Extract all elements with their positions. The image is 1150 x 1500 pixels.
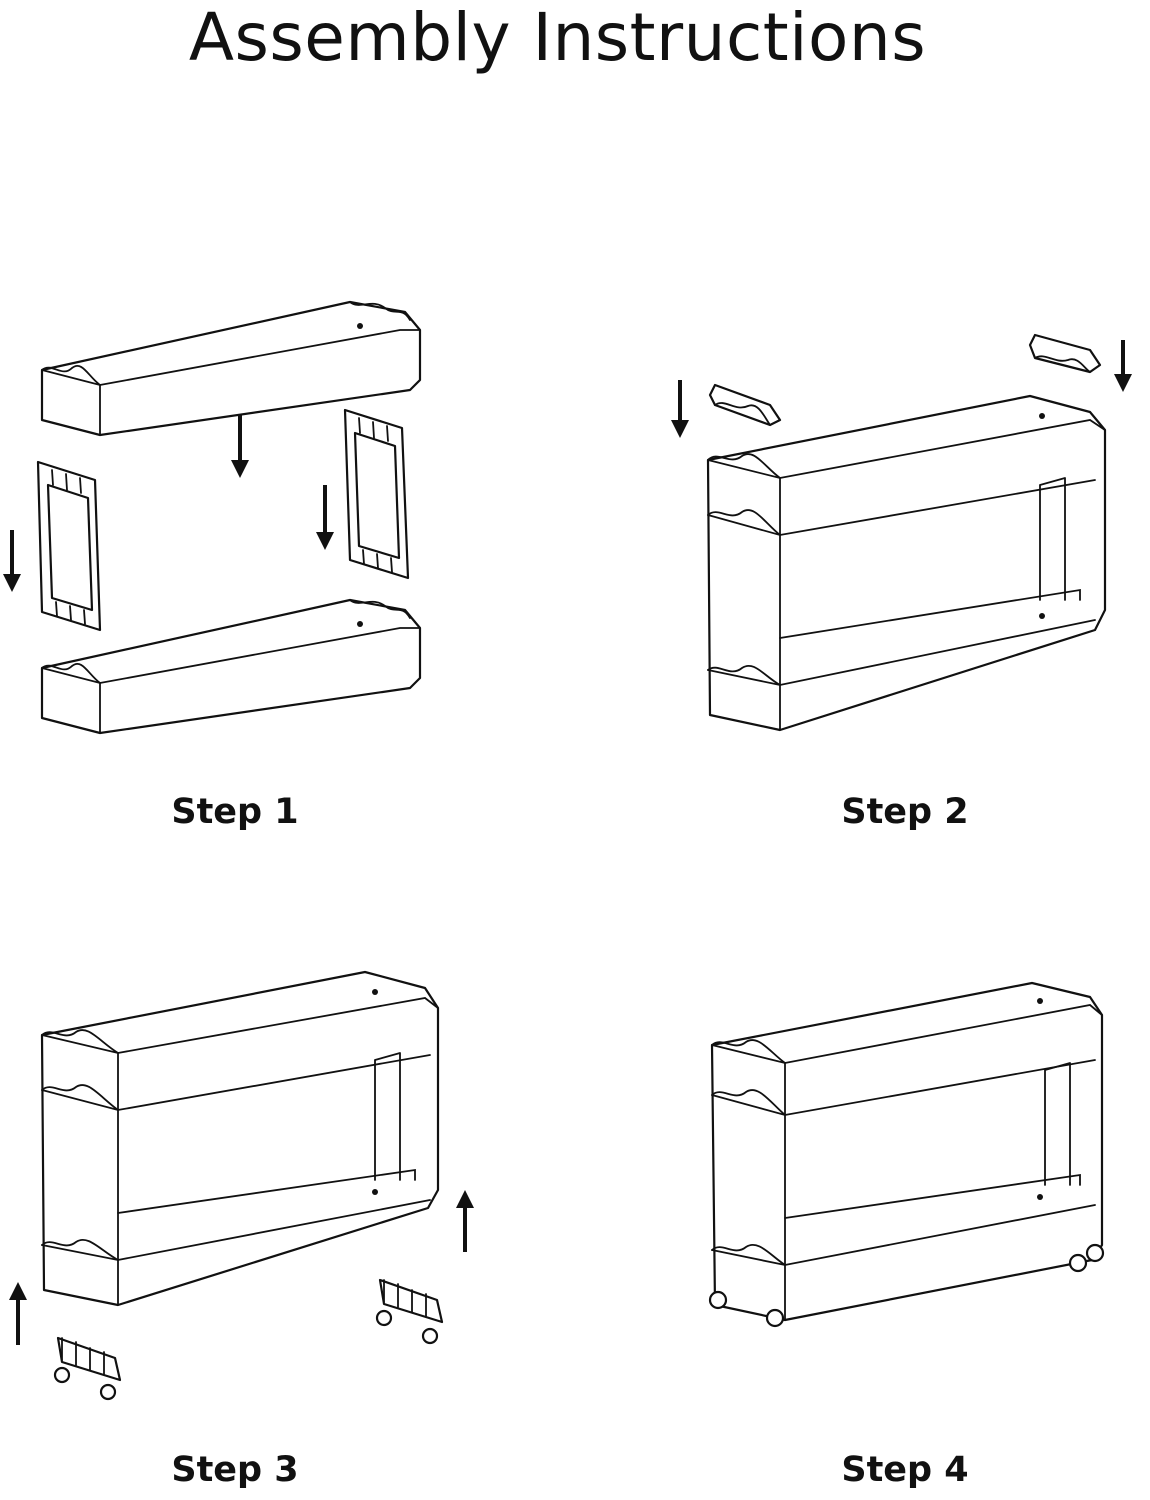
step-2-panel [660, 320, 1140, 740]
connector-piece [708, 383, 782, 427]
wheel-icon [708, 1290, 728, 1310]
step-1-diagram [3, 300, 422, 735]
up-arrow-icon [456, 1190, 474, 1252]
step-3-panel [0, 960, 480, 1420]
step-3-label: Step 3 [171, 1450, 299, 1490]
connector-piece [1028, 333, 1102, 374]
step-4-label: Step 4 [841, 1450, 969, 1490]
bottom-shelf-part [40, 598, 422, 735]
cart-frame [706, 394, 1107, 732]
down-arrow-icon [3, 530, 21, 592]
wheel-assembly-part [375, 1278, 444, 1345]
step-2-diagram [671, 333, 1132, 732]
page-title: Assembly Instructions [188, 0, 927, 76]
step-3-diagram [9, 970, 474, 1401]
up-arrow-icon [9, 1282, 27, 1345]
wheel-icon [1068, 1253, 1088, 1273]
top-shelf-part [40, 300, 422, 437]
down-arrow-icon [1114, 340, 1132, 392]
cart-frame [40, 970, 440, 1307]
step-1-label: Step 1 [171, 792, 299, 832]
down-arrow-icon [316, 485, 334, 550]
down-arrow-icon [231, 415, 249, 478]
assembled-cart [708, 981, 1105, 1328]
step-1-panel [0, 290, 440, 750]
step-4-panel [660, 975, 1140, 1355]
wheel-assembly-part [53, 1336, 122, 1401]
step-2-label: Step 2 [841, 792, 969, 832]
step-4-diagram [708, 981, 1105, 1328]
left-side-frame-part [36, 460, 102, 632]
wheel-icon [765, 1308, 785, 1328]
right-side-frame-part [343, 408, 410, 580]
wheel-icon [1085, 1243, 1105, 1263]
down-arrow-icon [671, 380, 689, 438]
